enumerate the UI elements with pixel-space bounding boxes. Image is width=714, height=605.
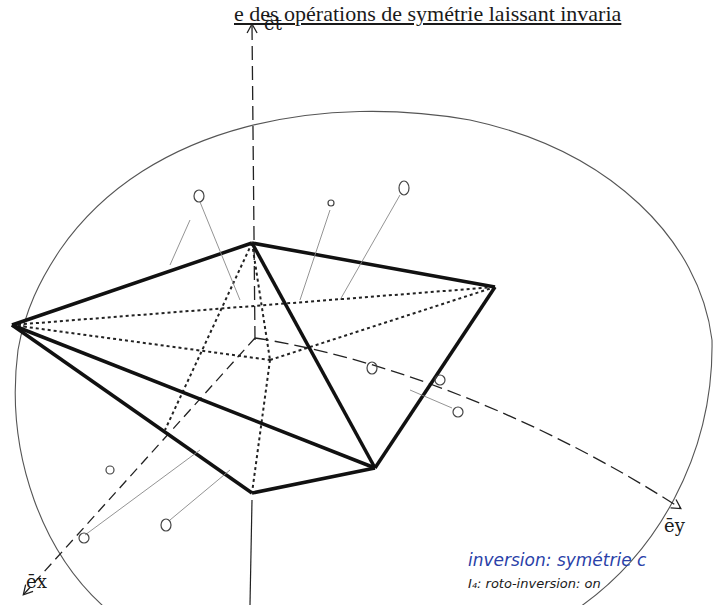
page-heading-fragment: e des opérations de symétrie laissant in…: [234, 2, 621, 26]
axis-label: ēx: [26, 572, 47, 592]
axis-label: ēt: [264, 14, 282, 34]
axis-label: ēy: [664, 516, 685, 536]
sphere-outline: [15, 111, 712, 605]
axis-t-lower: [250, 500, 252, 605]
handwritten-note: I₄: roto-inversion: on: [468, 577, 601, 591]
pole-lines: [85, 195, 452, 535]
axis-t: [252, 25, 255, 340]
hidden-edges: [12, 243, 495, 493]
visible-edges: [12, 243, 495, 493]
handwritten-note: inversion: symétrie c: [468, 551, 646, 570]
face-poles: [79, 181, 463, 543]
